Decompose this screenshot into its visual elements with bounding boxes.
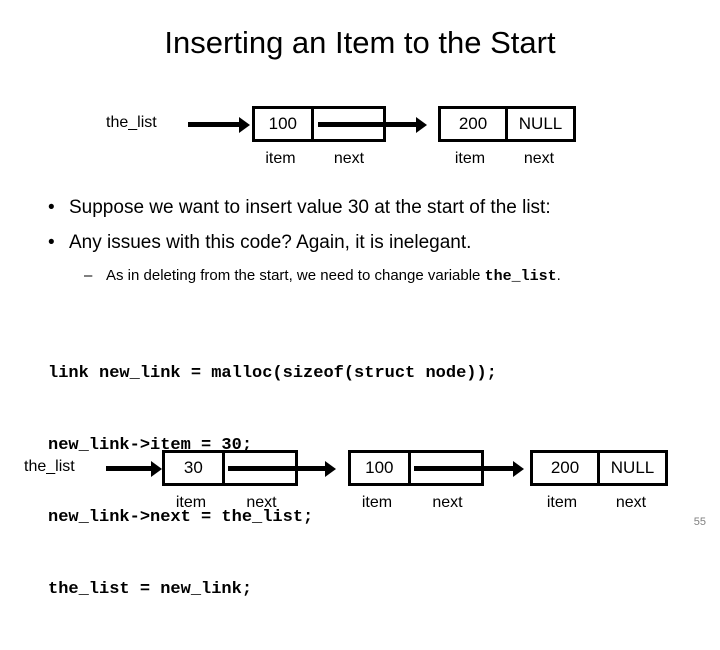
list-node-top-1-next-value: NULL: [518, 114, 563, 133]
list-node-bottom-1-item-cell: 100: [351, 453, 408, 483]
page-number: 55: [693, 516, 706, 528]
slide-canvas: Inserting an Item to the Start the_list …: [0, 0, 720, 540]
list-node-bottom-2-item-value: 200: [550, 458, 580, 477]
sub-bullet-text-before: As in deleting from the start, we need t…: [106, 267, 485, 284]
list-node-top-1-item-cell: 200: [441, 109, 505, 139]
sub-bullet-marker: –: [84, 267, 93, 284]
bullet-text-0: Suppose we want to insert value 30 at th…: [69, 197, 551, 218]
list-node-top-1-next-caption: next: [523, 150, 555, 167]
list-node-top-1-item-value: 200: [458, 114, 488, 133]
list-node-bottom-2-next-cell: NULL: [597, 453, 665, 483]
list-node-top-0-item-cell: 100: [255, 109, 311, 139]
code-line-0: link new_link = malloc(sizeof(struct nod…: [48, 364, 497, 383]
sub-bullet-code-the-list: the_list: [484, 268, 557, 285]
list-node-top-0-item-value: 100: [268, 114, 298, 133]
arrow-the-list-to-node1-top: [188, 122, 240, 127]
list-node-bottom-2-item-caption: item: [546, 494, 578, 511]
list-node-top-1-item-caption: item: [454, 150, 486, 167]
arrow-node2-next-to-node3-bottom: [414, 466, 514, 471]
bullet-marker-1: •: [48, 232, 55, 253]
list-node-top-0-next-caption: next: [333, 150, 365, 167]
list-node-bottom-0-item-caption: item: [175, 494, 207, 511]
list-node-bottom-1-item-value: 100: [365, 458, 394, 477]
code-line-2: new_link->next = the_list;: [48, 508, 314, 527]
arrow-the-list-to-node1-bottom: [106, 466, 152, 471]
list-node-bottom-1-item-caption: item: [361, 494, 393, 511]
page-title: Inserting an Item to the Start: [164, 25, 556, 60]
sub-bullet-item: – As in deleting from the start, we need…: [36, 268, 696, 284]
pointer-label-the-list-bottom: the_list: [24, 458, 75, 475]
arrow-node1-next-to-node2-bottom: [228, 466, 326, 471]
list-node-top-0-item-caption: item: [265, 150, 296, 167]
list-node-top-1-next-cell: NULL: [505, 109, 573, 139]
sub-bullet-text-after: .: [556, 267, 561, 284]
bullet-item-1: • Any issues with this code? Again, it i…: [36, 233, 696, 252]
bullet-list: • Suppose we want to insert value 30 at …: [36, 198, 696, 284]
bullet-text-1: Any issues with this code? Again, it is …: [69, 232, 472, 253]
list-node-bottom-2: 200 NULL: [530, 450, 668, 486]
list-node-bottom-0-next-caption: next: [246, 494, 277, 511]
list-node-bottom-0-item-value: 30: [183, 458, 203, 477]
pointer-label-the-list-top: the_list: [106, 114, 157, 131]
arrow-node1-next-to-node2-top: [318, 122, 417, 127]
list-node-bottom-2-next-value: NULL: [610, 458, 655, 477]
list-node-bottom-0-item-cell: 30: [165, 453, 222, 483]
bullet-marker-0: •: [48, 197, 55, 218]
list-node-bottom-2-item-cell: 200: [533, 453, 597, 483]
list-node-top-1: 200 NULL: [438, 106, 576, 142]
list-node-bottom-2-next-caption: next: [615, 494, 647, 511]
list-node-bottom-1-next-caption: next: [432, 494, 463, 511]
bullet-item-0: • Suppose we want to insert value 30 at …: [36, 198, 696, 217]
code-line-3: the_list = new_link;: [48, 580, 253, 599]
